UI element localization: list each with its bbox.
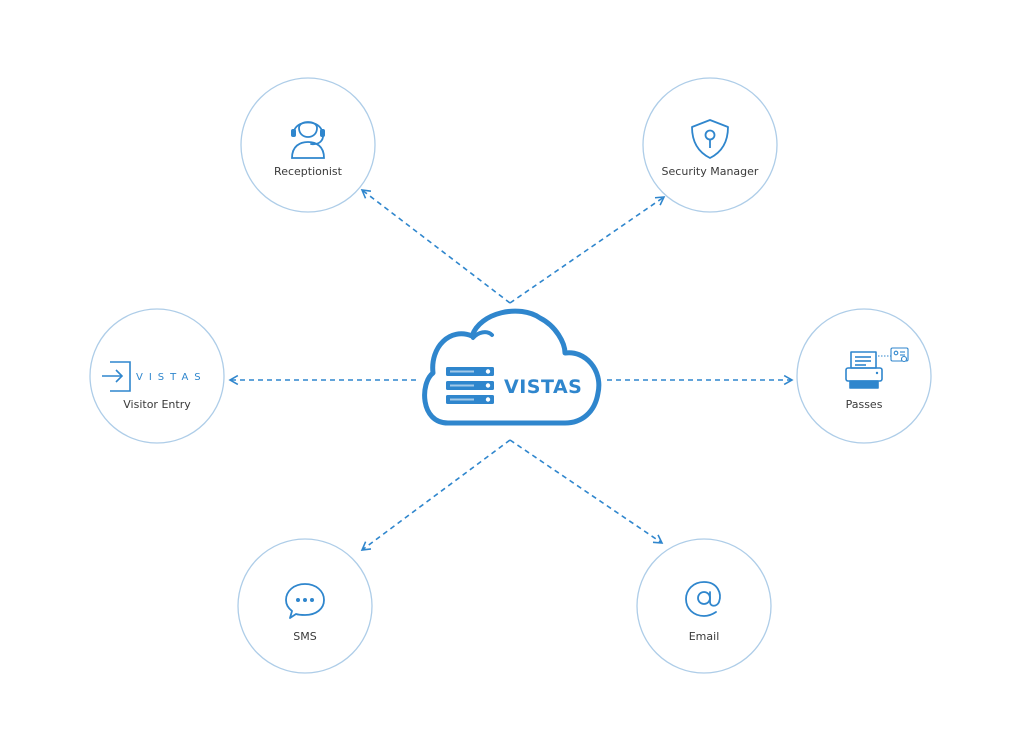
chat-bubble-icon (285, 583, 325, 619)
node-security-manager: Security Manager (642, 77, 778, 213)
connector-sms (360, 439, 511, 551)
node-circle (237, 538, 373, 674)
connectors (228, 189, 794, 551)
node-circle (240, 77, 376, 213)
node-email: Email (636, 538, 772, 674)
node-label: Receptionist (274, 165, 343, 178)
shield-icon (691, 119, 729, 159)
vistas-logo-text: VISTAS (136, 372, 207, 383)
connector-security-manager (509, 196, 666, 304)
node-sms: SMS (237, 538, 373, 674)
node-circle (636, 538, 772, 674)
connector-receptionist (360, 189, 511, 304)
node-label: SMS (293, 630, 316, 643)
node-circle (89, 308, 225, 444)
connector-email (509, 439, 664, 544)
server-icon (446, 367, 494, 404)
node-receptionist: Receptionist (240, 77, 376, 213)
node-label: Security Manager (662, 165, 759, 178)
entry-icon (102, 361, 131, 392)
vistas-cloud: VISTAS (422, 308, 602, 426)
node-passes: Passes (796, 308, 932, 444)
headset-icon (291, 121, 325, 159)
node-label: Email (689, 630, 720, 643)
badge-icon (878, 347, 909, 363)
printer-icon (845, 351, 883, 389)
node-circle (796, 308, 932, 444)
center-label: VISTAS (504, 376, 582, 398)
node-visitor-entry: VISTAS Visitor Entry (89, 308, 225, 444)
node-label: Visitor Entry (123, 398, 191, 411)
at-sign-icon (685, 581, 721, 617)
node-label: Passes (846, 398, 883, 411)
